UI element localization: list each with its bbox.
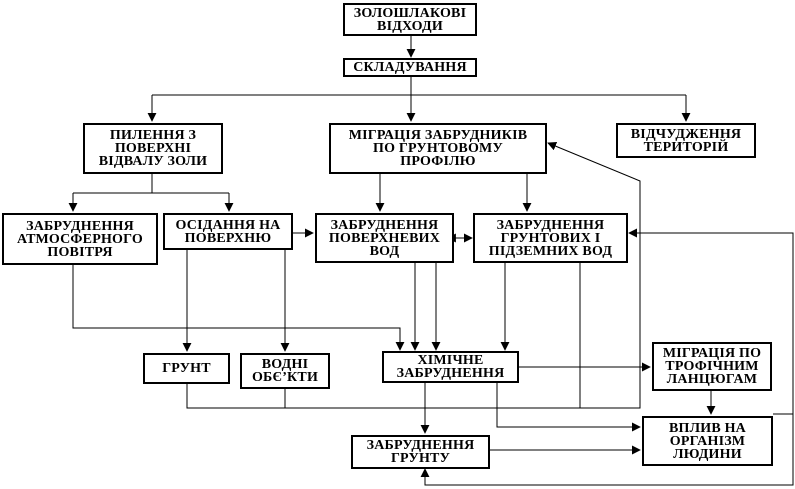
edge-right-feedback-soil: [420, 414, 794, 486]
node-dusting: ПИЛЕННЯ З ПОВЕРХНІ ВІДВАЛУ ЗОЛИ: [83, 123, 223, 174]
edge-soil-feedback: [186, 141, 641, 409]
node-food-chain: МІГРАЦІЯ ПО ТРОФІЧНИМ ЛАНЦЮГАМ: [652, 342, 772, 391]
node-migration-soil: МІГРАЦІЯ ЗАБРУДНИКІВ ПО ГРУНТОВОМУ ПРОФІ…: [329, 123, 547, 174]
node-water-objects: ВОДНІ ОБЄ’КТИ: [240, 353, 330, 389]
node-ash-waste: ЗОЛОШЛАКОВІ ВІДХОДИ: [343, 3, 477, 36]
node-settling: ОСІДАННЯ НА ПОВЕРХНЮ: [163, 213, 293, 250]
node-storage: СКЛАДУВАННЯ: [343, 58, 477, 77]
node-surface-water: ЗАБРУДНЕННЯ ПОВЕРХНЕВИХ ВОД: [315, 213, 454, 263]
node-soil-pollution: ЗАБРУДНЕННЯ ГРУНТУ: [351, 435, 490, 469]
node-ground-water: ЗАБРУДНЕННЯ ГРУНТОВИХ І ПІДЗЕМНИХ ВОД: [473, 213, 628, 263]
node-land-alienation: ВІДЧУДЖЕННЯ ТЕРИТОРІЙ: [616, 123, 756, 158]
edge-dusting-split: [73, 174, 229, 194]
node-chemical-pollution: ХІМІЧНЕ ЗАБРУДНЕННЯ: [382, 351, 519, 383]
node-air-pollution: ЗАБРУДНЕННЯ АТМОСФЕРНОГО ПОВІТРЯ: [2, 213, 158, 265]
node-human-impact: ВПЛИВ НА ОРГАНІЗМ ЛЮДИНИ: [642, 416, 773, 466]
node-soil: ГРУНТ: [143, 353, 230, 384]
edge-right-feedback-ground: [628, 228, 794, 415]
edge-air-chemical: [72, 265, 405, 351]
edge-chemical-human: [496, 383, 641, 432]
